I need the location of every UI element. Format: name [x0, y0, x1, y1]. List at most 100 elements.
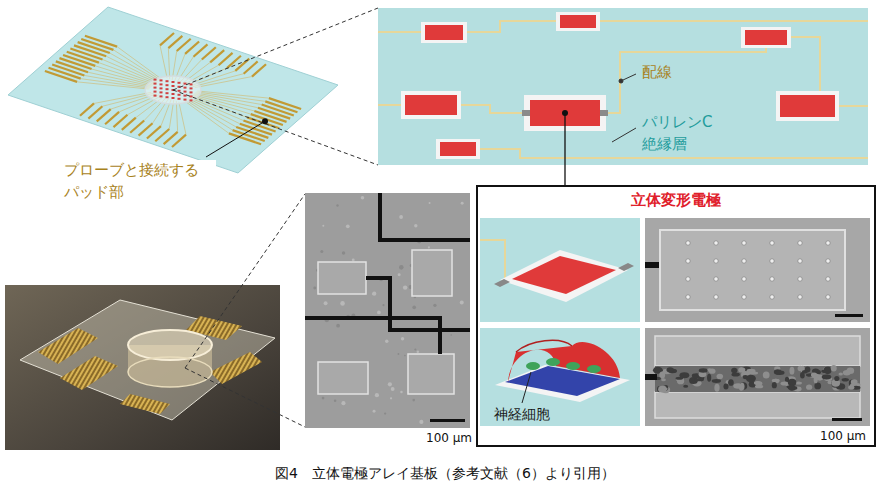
neuron-cell — [748, 371, 756, 374]
electrode — [741, 27, 791, 48]
flat-electrode-illustration — [500, 250, 628, 302]
electrode-dot — [154, 87, 157, 89]
rolled-electrode-illustration — [566, 362, 580, 370]
sem-texture — [382, 304, 384, 306]
electrode-dot — [154, 91, 157, 93]
sem-image — [305, 318, 440, 354]
device-photo — [5, 285, 280, 450]
probe-pad — [269, 98, 301, 109]
sem-rolled-electrode — [653, 365, 861, 393]
sem-texture — [375, 393, 379, 397]
electrode — [600, 110, 608, 116]
part-label: プローブと接続する パッド部 — [62, 160, 216, 204]
sem-texture — [322, 225, 324, 227]
neuron-cell — [740, 383, 745, 391]
sem-image — [318, 250, 454, 394]
sem-hole — [798, 259, 802, 263]
neuron-cell — [789, 367, 794, 375]
sem-texture — [313, 287, 316, 290]
device-photo — [128, 330, 212, 360]
sem-image — [408, 354, 454, 394]
flat-electrode-illustration — [512, 256, 616, 294]
sem-texture — [373, 410, 376, 413]
neuron-cell — [798, 366, 803, 371]
sem-texture — [433, 304, 436, 307]
sem-texture — [397, 353, 399, 355]
sem-texture — [428, 246, 430, 248]
sem-texture — [399, 215, 403, 219]
neuron-cell — [831, 365, 837, 371]
zoom-dashed-line — [173, 90, 378, 165]
sem-rolled-electrode — [655, 392, 860, 418]
sem-texture — [342, 251, 345, 254]
trace-line — [186, 101, 232, 131]
sem-rolled-electrode — [645, 328, 870, 426]
electrode-dot — [160, 79, 163, 81]
sem-hole — [826, 241, 830, 245]
device-photo — [38, 328, 98, 364]
neuron-cell — [824, 367, 832, 375]
sem-image — [380, 193, 470, 240]
wiring-line — [596, 20, 868, 22]
electrode-dot — [154, 95, 157, 97]
sem-texture — [390, 397, 392, 399]
sem-image — [305, 193, 470, 428]
leader-line — [612, 74, 636, 142]
trace-line — [160, 45, 167, 78]
sem-rolled-electrode — [655, 366, 860, 392]
part-label: 神経細胞 — [492, 404, 552, 424]
electrode — [421, 22, 467, 43]
electrode-dot — [166, 80, 169, 82]
neuron-cell — [802, 370, 808, 374]
sem-texture — [352, 259, 355, 262]
device-photo — [5, 285, 280, 450]
sem-texture — [372, 293, 374, 295]
electrode-dot — [184, 95, 187, 97]
sem-flat-electrode — [645, 218, 870, 322]
electrode-dot — [178, 98, 181, 100]
sem-texture — [412, 399, 415, 402]
probe-pad — [193, 44, 207, 56]
leader-line — [619, 79, 623, 83]
neuron-cell — [843, 370, 851, 375]
electrode — [401, 91, 461, 119]
sem-texture — [324, 301, 328, 305]
sem-rolled-electrode — [645, 374, 657, 380]
wiring-line — [378, 104, 405, 106]
neuron-cell — [712, 379, 721, 383]
trace-line — [188, 100, 237, 127]
sem-image — [318, 362, 368, 394]
neuron-cell — [851, 379, 858, 384]
rolled-electrode-illustration — [587, 365, 601, 373]
neuron-cell — [717, 374, 724, 379]
sem-hole — [686, 259, 690, 263]
electrode — [401, 12, 839, 159]
electrode — [522, 110, 530, 116]
sem-hole — [826, 277, 830, 281]
sem-texture — [417, 351, 419, 353]
electrode-dot — [178, 82, 181, 84]
electrode-dot — [154, 83, 157, 85]
sem-hole — [826, 259, 830, 263]
sem-image — [305, 193, 470, 428]
probe-pad — [139, 123, 153, 135]
sem-texture — [419, 420, 423, 424]
neuron-cell — [738, 367, 745, 372]
neuron-cell — [746, 375, 756, 383]
electrode-dot — [166, 88, 169, 90]
trace-line — [106, 56, 157, 81]
neuron-cell — [789, 385, 795, 391]
neuron-cell — [683, 385, 688, 388]
flat-electrode-illustration — [494, 279, 510, 287]
trace-line — [179, 102, 186, 135]
neuron-cell — [795, 381, 801, 384]
electrode — [556, 12, 600, 31]
electrode-dot — [166, 84, 169, 86]
flat-electrode-illustration — [480, 240, 505, 278]
electrode-dot — [172, 81, 175, 83]
sem-texture — [414, 224, 417, 227]
probe-pad — [219, 53, 233, 65]
sem-hole — [826, 295, 830, 299]
